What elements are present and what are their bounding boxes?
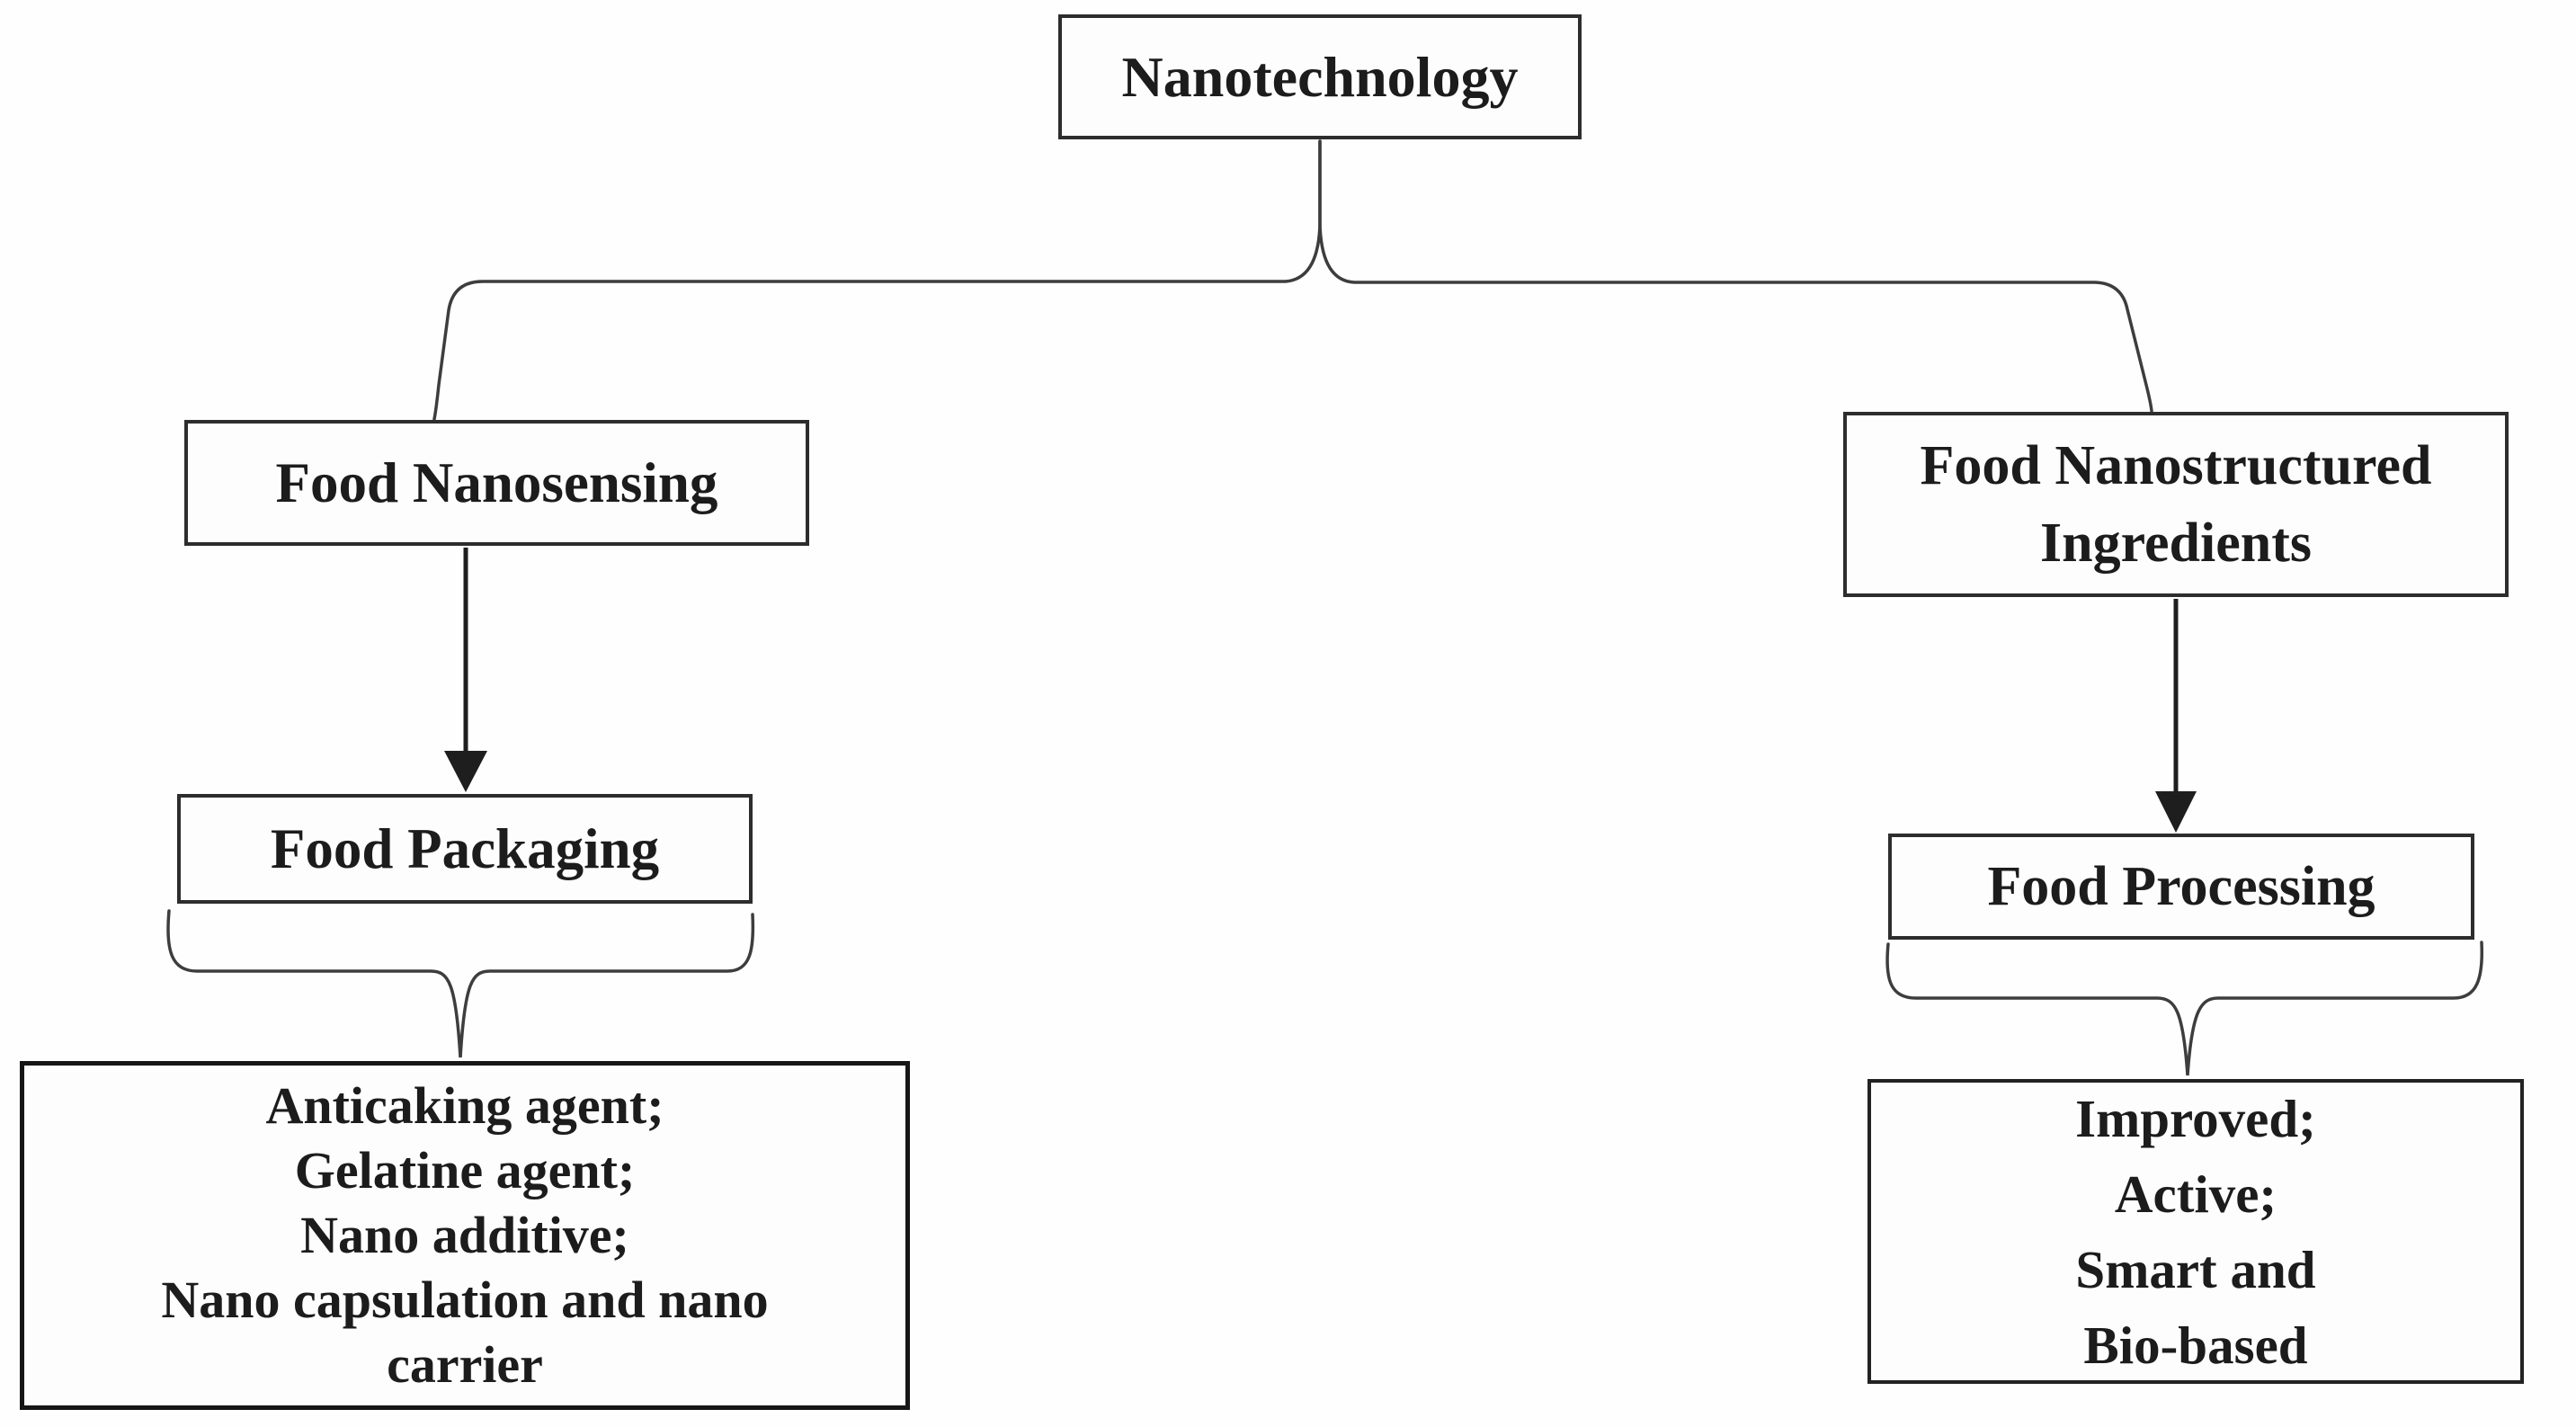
arrow-ingredients-to-processing bbox=[2155, 599, 2197, 833]
split-brace-right-arm bbox=[1318, 139, 2153, 413]
node-nanotechnology-label: Nanotechnology bbox=[1121, 44, 1519, 109]
node-food-packaging-label: Food Packaging bbox=[270, 817, 660, 880]
node-food-packaging: Food Packaging bbox=[177, 794, 753, 904]
node-food-processing: Food Processing bbox=[1888, 834, 2474, 940]
node-food-nanostructured-ingredients: Food Nanostructured Ingredients bbox=[1843, 412, 2509, 597]
node-food-processing-label: Food Processing bbox=[1987, 856, 2375, 917]
arrow-nanosensing-to-packaging bbox=[444, 548, 487, 792]
node-packaging-applications-label: Anticaking agent; Gelatine agent; Nano a… bbox=[161, 1076, 769, 1394]
node-processing-applications: Improved; Active; Smart and Bio-based bbox=[1867, 1079, 2524, 1384]
node-food-nanosensing: Food Nanosensing bbox=[184, 420, 809, 546]
node-food-nanosensing-label: Food Nanosensing bbox=[275, 451, 718, 514]
under-brace-packaging bbox=[166, 909, 755, 1058]
split-brace-left-arm bbox=[432, 139, 1322, 421]
under-brace-processing bbox=[1885, 941, 2484, 1076]
node-processing-applications-label: Improved; Active; Smart and Bio-based bbox=[2075, 1088, 2316, 1375]
node-food-nanostructured-ingredients-label: Food Nanostructured Ingredients bbox=[1920, 435, 2432, 574]
node-nanotechnology: Nanotechnology bbox=[1058, 14, 1582, 139]
node-packaging-applications: Anticaking agent; Gelatine agent; Nano a… bbox=[20, 1061, 910, 1410]
